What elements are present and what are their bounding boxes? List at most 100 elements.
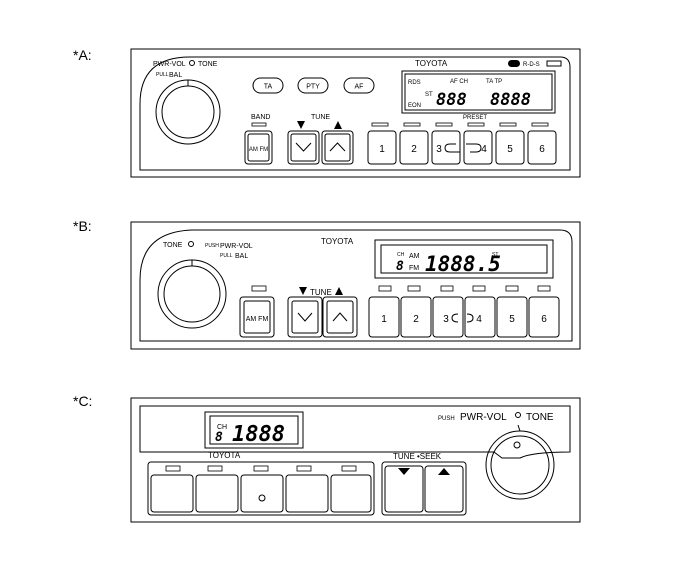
tune-down-button-a-inner <box>290 133 317 162</box>
display-digits-right: 8888 <box>490 90 531 110</box>
preset-button-6[interactable] <box>528 296 560 338</box>
am-fm-button-a-inner <box>247 133 270 162</box>
unit-b-volume-knob[interactable] <box>157 259 227 329</box>
unit-a-pull-label: PULL <box>156 72 169 78</box>
af-button[interactable] <box>343 77 375 94</box>
preset-button-3[interactable] <box>432 296 464 338</box>
preset-button-1[interactable] <box>150 474 194 513</box>
am-fm-button-a-label: AM FM <box>249 147 268 153</box>
tune-seek-label: TUNE •SEEK <box>393 452 442 461</box>
display-am: AM <box>409 253 420 260</box>
preset-indicator <box>296 465 312 472</box>
preset-button-3[interactable] <box>240 474 284 513</box>
preset-button-2[interactable] <box>400 296 432 338</box>
unit-c-presets <box>150 474 372 513</box>
unit-a-volume-knob[interactable] <box>155 79 221 145</box>
unit-c-volume-knob[interactable] <box>485 424 555 500</box>
seek-down-button[interactable] <box>384 465 424 513</box>
preset-button-4[interactable] <box>464 296 496 338</box>
unit-b-face <box>139 229 573 342</box>
preset-button-5[interactable] <box>495 130 525 165</box>
unit-a-presets: 1 2 3 4 5 6 <box>367 130 557 165</box>
am-fm-button-b[interactable] <box>239 296 275 338</box>
ta-button[interactable] <box>252 77 284 94</box>
radio-unit-a: PWR-VOL TONE PULL BAL TOYOTA R-D-S TA PT… <box>130 48 581 178</box>
unit-a-pwr-vol-label: PWR-VOL <box>153 61 186 68</box>
tone-dot-icon <box>188 241 194 247</box>
display-rds: RDS <box>408 80 421 86</box>
unit-a-display: RDS ST EON AF CH TA TP 888 8888 <box>401 70 556 114</box>
preset-button-label: 1 <box>379 144 385 155</box>
figure-label-a: *A: <box>73 47 92 63</box>
unit-c-outer-frame <box>130 397 581 523</box>
preset-button-2[interactable] <box>399 130 429 165</box>
preset-button-label: 3 <box>436 144 442 155</box>
preset-indicator <box>472 285 486 292</box>
tune-label-b: TUNE <box>310 288 332 297</box>
unit-b-pull-label: PULL <box>220 253 233 259</box>
unit-c-push-label: PUSH <box>438 416 455 422</box>
seek-up-button[interactable] <box>424 465 464 513</box>
unit-a-face <box>139 56 571 171</box>
pty-button[interactable] <box>297 77 329 94</box>
preset-button-1[interactable] <box>367 130 397 165</box>
cassette-eject-shape-right <box>466 313 474 323</box>
unit-a-tone-label: TONE <box>198 61 218 68</box>
preset-button-4[interactable] <box>285 474 329 513</box>
preset-button-label: 3 <box>443 314 449 325</box>
seek-down-arrow-icon <box>398 468 410 475</box>
chevron-down-icon <box>297 312 313 322</box>
tactile-dot-icon <box>258 494 266 502</box>
unit-b-presets: 1 2 3 4 5 6 <box>368 296 560 338</box>
preset-indicator <box>378 285 392 292</box>
unit-c-display: CH 8 1888 <box>204 411 304 449</box>
preset-button-3[interactable] <box>431 130 461 165</box>
tune-down-button-a[interactable] <box>287 130 320 165</box>
tune-down-arrow-icon <box>299 287 307 295</box>
tune-down-arrow-icon <box>297 121 305 129</box>
unit-b-tone-label: TONE <box>163 242 183 249</box>
preset-indicator <box>505 285 519 292</box>
preset-button-label: 6 <box>539 144 545 155</box>
knob-outer-ring <box>485 430 555 500</box>
preset-indicator <box>253 465 269 472</box>
display-st: ST <box>425 92 433 98</box>
display-screen <box>209 415 299 445</box>
unit-a-bal-label: BAL <box>169 72 182 79</box>
cassette-eject-shape-right <box>466 143 482 153</box>
preset-button-label: 2 <box>411 144 417 155</box>
chevron-up-icon <box>329 142 346 152</box>
tune-up-button-a[interactable] <box>321 130 354 165</box>
preset-button-2[interactable] <box>195 474 239 513</box>
display-bezel <box>401 70 556 114</box>
chevron-up-icon <box>332 312 348 322</box>
preset-indicator <box>371 122 389 127</box>
rds-logo-text: R-D-S <box>523 62 540 68</box>
preset-button-4[interactable] <box>463 130 493 165</box>
display-ch-digit: 8 <box>396 259 404 274</box>
display-fm: FM <box>409 265 419 272</box>
preset-label: PRESET <box>463 115 487 121</box>
preset-button-6[interactable] <box>527 130 557 165</box>
preset-button-1[interactable] <box>368 296 400 338</box>
preset-button-5[interactable] <box>496 296 528 338</box>
preset-indicator <box>403 122 421 127</box>
tune-label-a: TUNE <box>311 114 330 121</box>
knob-inner-ring <box>161 85 215 139</box>
tune-down-button-b[interactable] <box>287 296 323 338</box>
display-bezel <box>204 411 304 449</box>
tone-dot-icon <box>515 412 521 418</box>
pty-button-label: PTY <box>306 84 320 91</box>
preset-button-5[interactable] <box>330 474 372 513</box>
preset-indicator <box>207 465 223 472</box>
display-digits-left: 888 <box>436 90 467 110</box>
unit-b-outer-frame <box>130 221 581 350</box>
unit-b-push-label: PUSH <box>205 243 219 249</box>
display-af-ch: AF CH <box>450 79 468 85</box>
preset-button-label: 1 <box>381 314 387 325</box>
af-button-label: AF <box>355 84 364 91</box>
tune-up-button-b[interactable] <box>322 296 358 338</box>
am-fm-button-a[interactable] <box>244 130 273 165</box>
tune-seek-frame <box>381 461 467 516</box>
am-fm-button-b-label: AM FM <box>246 316 269 323</box>
